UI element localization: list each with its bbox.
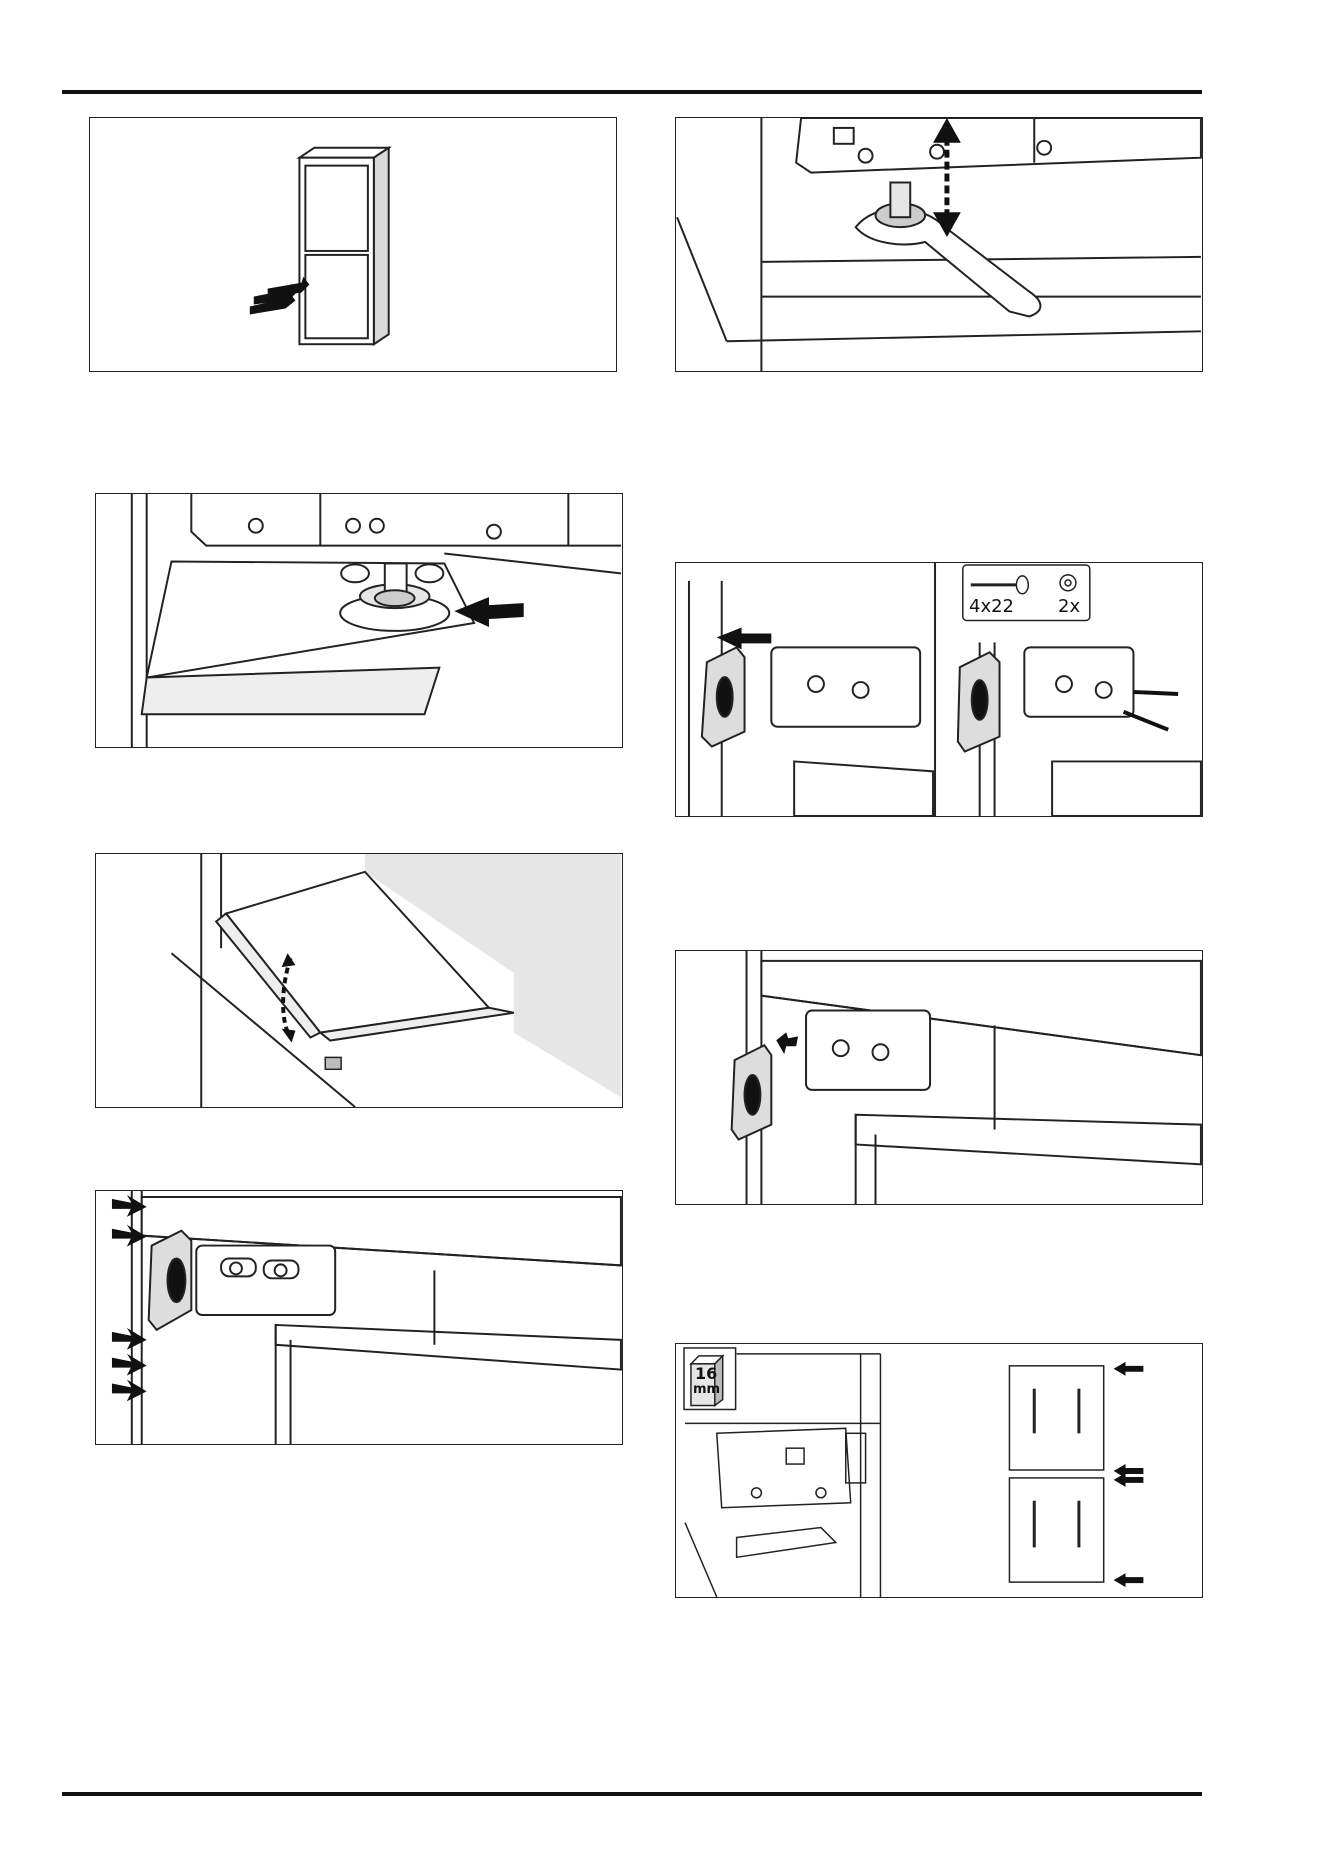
thickness-value-label: 16 xyxy=(695,1364,717,1383)
figure-appliance-insert xyxy=(89,117,617,372)
washer-count-label: 2x xyxy=(1058,596,1080,617)
plinth-adjust-illustration xyxy=(96,854,622,1107)
figure-hinge-cover xyxy=(95,1190,623,1445)
screw-spec-label: 4x22 xyxy=(969,596,1014,617)
hinge-cover-illustration xyxy=(96,1191,622,1444)
foot-cover-illustration xyxy=(96,494,622,747)
hinge-screws-illustration xyxy=(676,563,1202,816)
figure-foot-cover xyxy=(95,493,623,748)
thickness-unit-label: mm xyxy=(693,1382,720,1397)
figure-foot-wrench xyxy=(675,117,1203,372)
appliance-insert-illustration xyxy=(90,118,616,371)
figure-hinge-screws: 4x22 2x xyxy=(675,562,1203,817)
hinge-cap-illustration xyxy=(676,951,1202,1204)
figure-door-thickness: 16 mm xyxy=(675,1343,1203,1598)
door-thickness-illustration xyxy=(676,1344,1202,1597)
top-rule xyxy=(62,90,1202,94)
foot-wrench-illustration xyxy=(676,118,1202,371)
figure-hinge-cap xyxy=(675,950,1203,1205)
bottom-rule xyxy=(62,1792,1202,1796)
figure-plinth-adjust xyxy=(95,853,623,1108)
